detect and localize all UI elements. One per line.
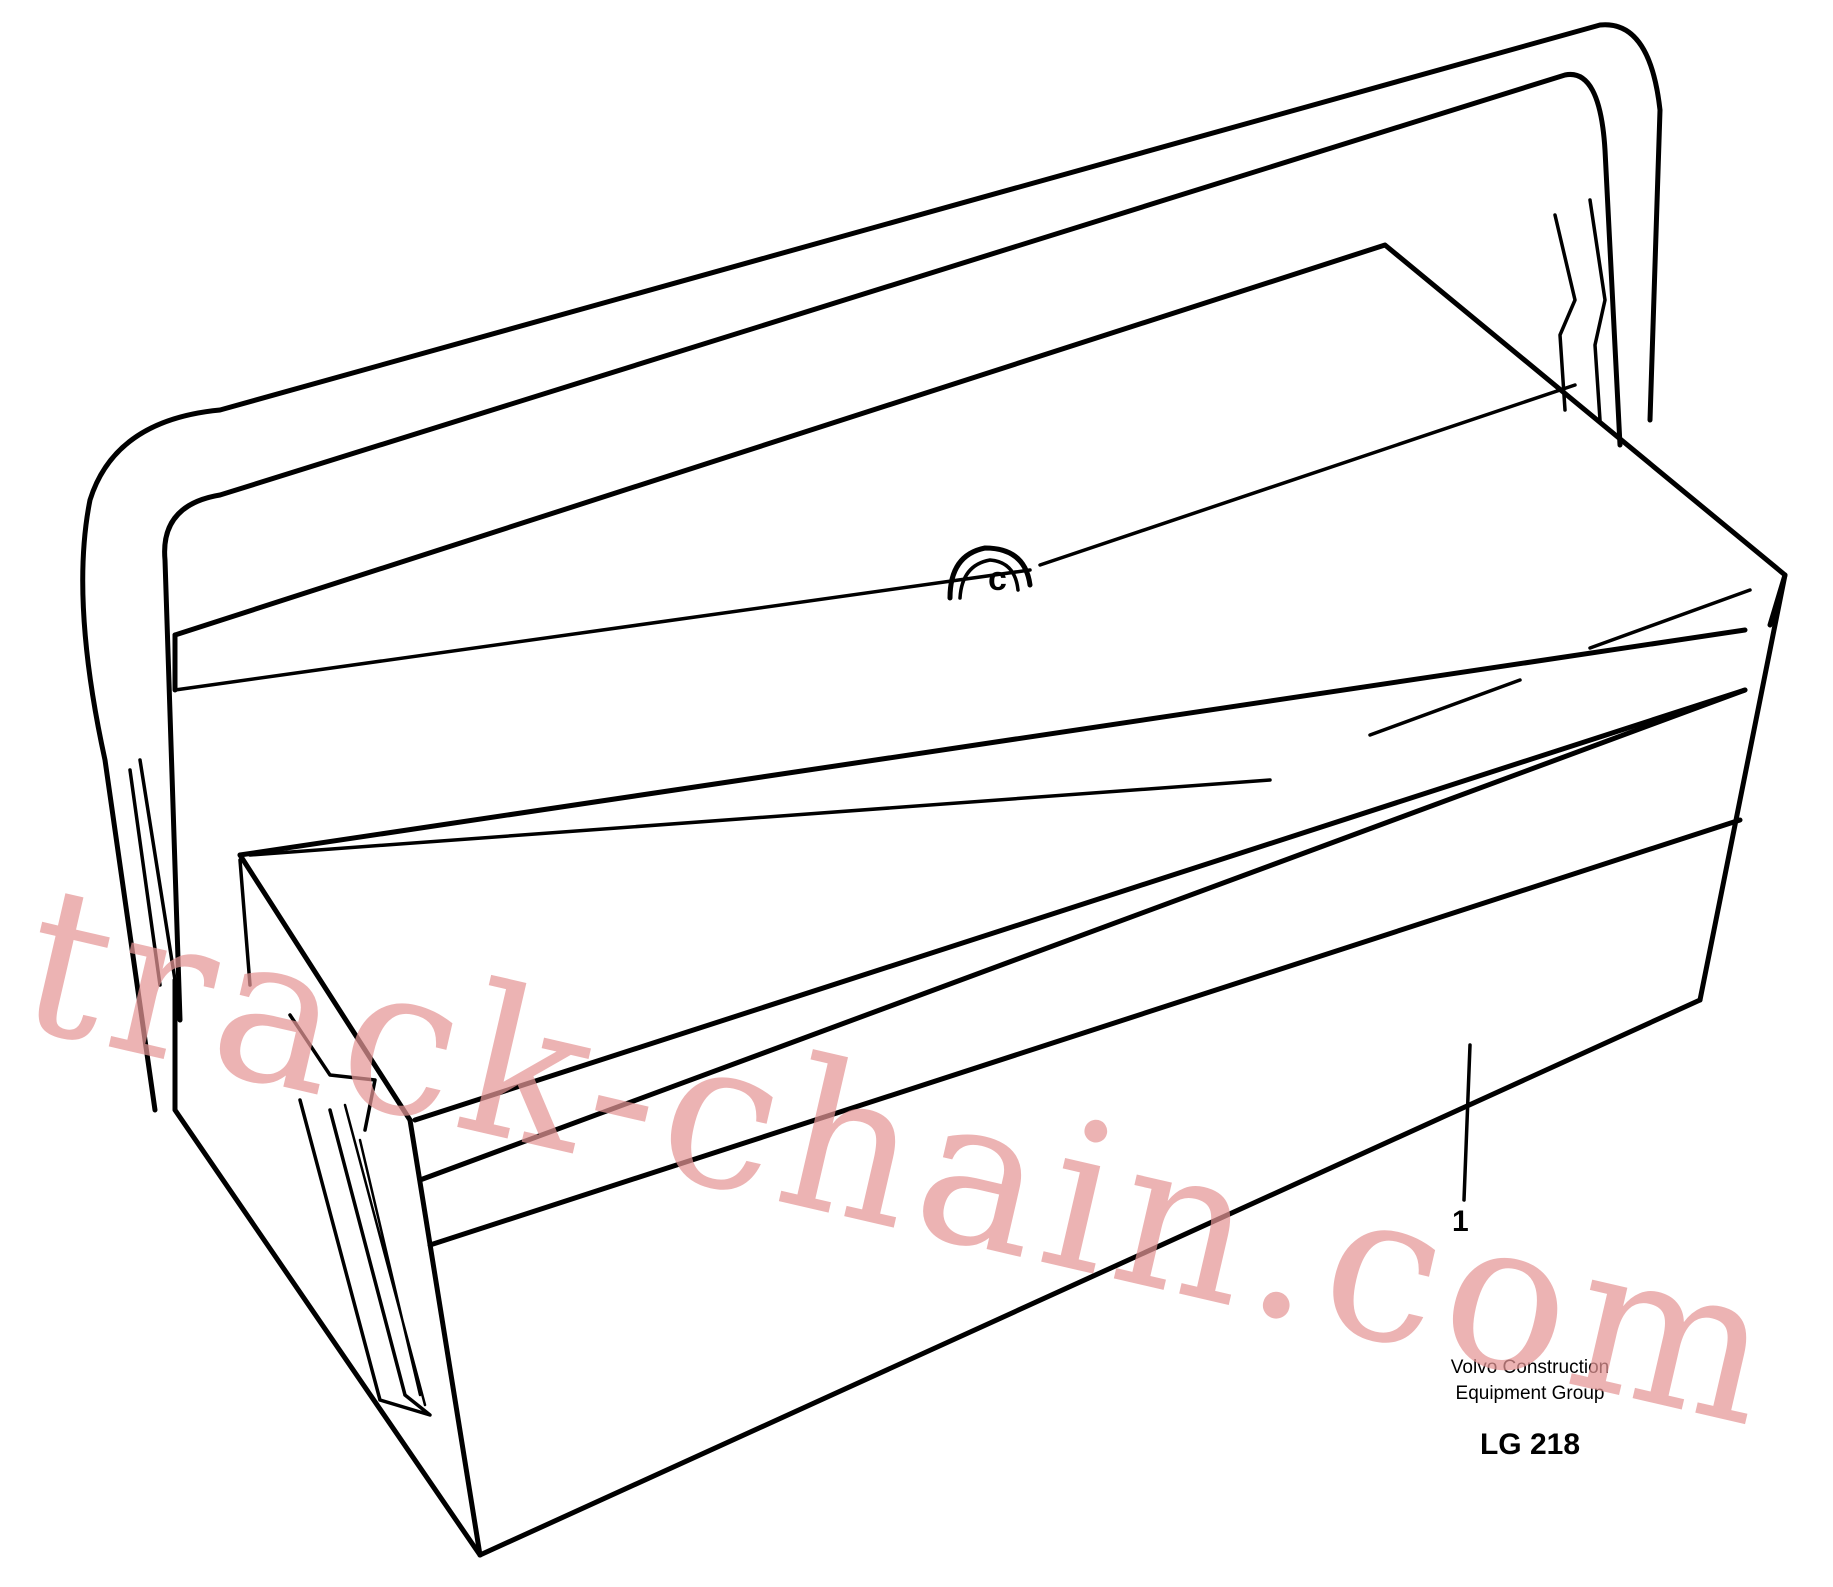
lid-hinge-line (248, 588, 1752, 857)
handle-grip-right (1553, 198, 1607, 422)
callout-leader-line (1462, 1043, 1472, 1202)
handle-inner (162, 71, 1623, 1023)
handle-grip-left (128, 758, 177, 987)
latch-ring-inner (958, 558, 1020, 600)
manufacturer-caption: Volvo Construction Equipment Group (1390, 1355, 1670, 1407)
side-handle-bracket (238, 858, 432, 1417)
side-handle-inner (343, 1103, 427, 1407)
callout-number: 1 (1452, 1205, 1469, 1238)
box-tray-line-1 (412, 687, 1748, 1123)
box-top-edge (237, 627, 1748, 858)
handle-outer (80, 22, 1663, 1113)
box-right-edge (1697, 572, 1788, 1003)
box-tray-line-3 (427, 817, 1743, 1248)
latch-letter: c (988, 560, 1007, 598)
drawing-code: LG 218 (1479, 1428, 1581, 1461)
lid-back-edge (173, 383, 1577, 692)
box-front-left-edge (407, 1117, 483, 1558)
caption-line-1: Volvo Construction (1450, 1357, 1610, 1378)
latch-ring (947, 545, 1033, 601)
caption-line-2: Equipment Group (1455, 1383, 1605, 1404)
box-side-face (172, 852, 483, 1558)
box-bottom-edge (477, 997, 1703, 1558)
box-tray-line-2 (417, 687, 1748, 1183)
